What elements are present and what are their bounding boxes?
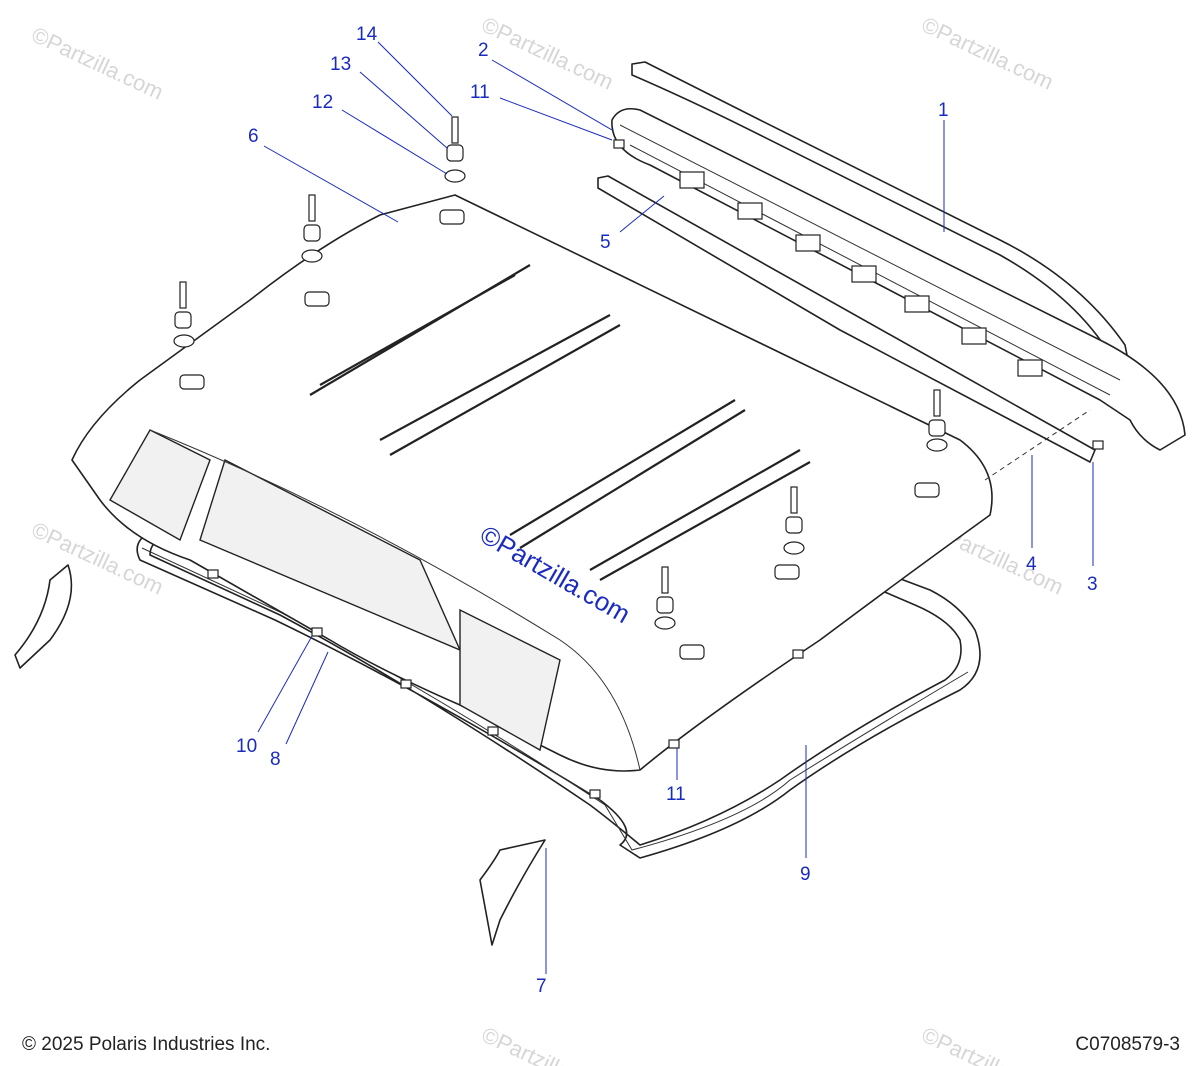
watermark-bottom-center: ©Partzilla.com	[478, 1022, 617, 1066]
leader-5	[619, 195, 665, 233]
fastener-stack-top	[444, 116, 466, 183]
callout-8: 8	[270, 749, 281, 770]
side-trim-right	[479, 839, 546, 946]
leader-2	[491, 59, 613, 131]
leader-6	[263, 145, 399, 223]
leader-10	[257, 635, 313, 733]
side-trim-left	[14, 564, 73, 669]
roof-panel	[71, 194, 993, 772]
copyright-text: © 2025 Polaris Industries Inc.	[22, 1034, 271, 1055]
callout-11-top: 11	[470, 82, 490, 103]
watermark-top-center: ©Partzilla.com	[478, 12, 617, 95]
callout-13: 13	[330, 54, 351, 75]
leader-12	[341, 109, 448, 175]
callout-9: 9	[800, 864, 811, 885]
fastener-stack-5	[783, 486, 805, 555]
callout-5: 5	[600, 232, 611, 253]
callouts: 1 2 3 4 5 6 7 8 9 10 11 11 12 13 14	[236, 24, 1098, 997]
fastener-stack-3	[173, 281, 195, 348]
callout-3: 3	[1087, 574, 1098, 595]
callout-10: 10	[236, 736, 257, 757]
rear-roof-extension	[611, 107, 1186, 451]
fastener-stack-4	[926, 389, 948, 452]
watermark-top-left: ©Partzilla.com	[28, 22, 167, 105]
fastener-stacks	[173, 116, 948, 630]
callout-14: 14	[356, 24, 378, 45]
leader-8	[285, 651, 329, 745]
mounting-strip	[597, 175, 1096, 463]
callout-11-bottom: 11	[666, 784, 686, 805]
leader-11a	[499, 97, 613, 141]
callout-7: 7	[536, 976, 547, 997]
watermark-bottom-right: ©Partzilla.com	[918, 1022, 1057, 1066]
leader-14	[377, 41, 453, 117]
leader-13	[359, 71, 448, 149]
assembly-dashed-line	[984, 409, 1091, 481]
seal-clips	[207, 139, 1104, 799]
fastener-stack-2	[301, 194, 323, 263]
callout-2: 2	[478, 40, 489, 61]
diagram-code: C0708579-3	[1075, 1034, 1180, 1055]
callout-4: 4	[1026, 554, 1037, 575]
callout-1: 1	[938, 100, 949, 121]
callout-12: 12	[312, 92, 333, 113]
watermark-top-right: ©Partzilla.com	[918, 12, 1057, 95]
callout-6: 6	[248, 126, 259, 147]
fastener-stack-6	[654, 566, 676, 630]
